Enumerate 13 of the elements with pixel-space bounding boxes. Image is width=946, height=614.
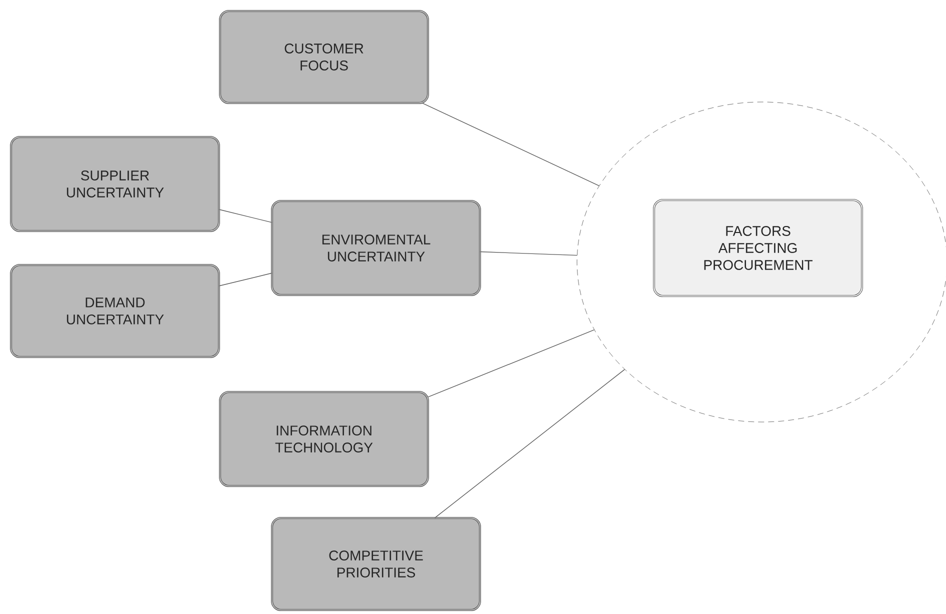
factor-box: INFORMATION TECHNOLOGY bbox=[219, 391, 429, 487]
title-box: FACTORS AFFECTING PROCUREMENT bbox=[653, 199, 863, 297]
connector-line bbox=[218, 272, 272, 286]
connector-line bbox=[428, 329, 595, 398]
factor-box: ENVIROMENTAL UNCERTAINTY bbox=[271, 200, 481, 296]
connector-line bbox=[218, 209, 272, 223]
connector-line bbox=[434, 369, 625, 518]
factor-box: COMPETITIVE PRIORITIES bbox=[271, 517, 481, 611]
factor-box: CUSTOMER FOCUS bbox=[219, 10, 429, 104]
connector-line bbox=[422, 102, 600, 186]
factor-box: DEMAND UNCERTAINTY bbox=[10, 264, 220, 358]
factor-box: SUPPLIER UNCERTAINTY bbox=[10, 136, 220, 232]
connector-line bbox=[480, 251, 578, 256]
